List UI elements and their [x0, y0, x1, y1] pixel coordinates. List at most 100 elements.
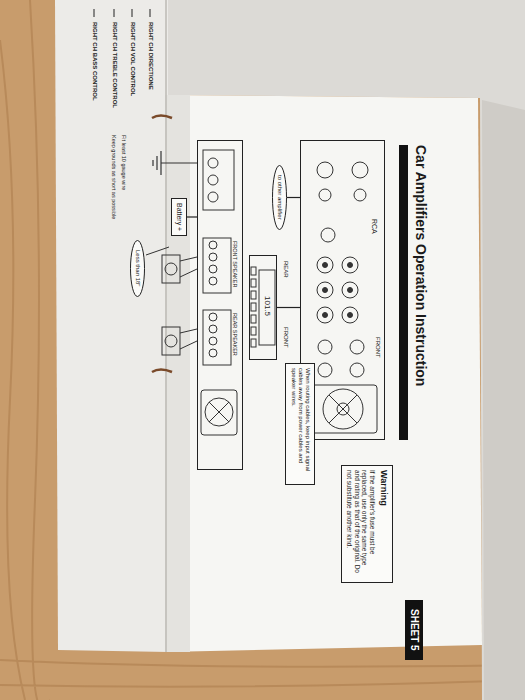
callout-outline: [273, 166, 287, 230]
leader-dash: [94, 9, 150, 17]
amplifier-terminals: [205, 398, 233, 426]
speaker-wires: [180, 257, 197, 349]
amplifier-terminals: [203, 238, 231, 293]
amplifier-panel: [323, 288, 328, 293]
amplifier-panel: [319, 189, 331, 201]
backdrop: [482, 100, 525, 700]
staples: [152, 370, 172, 373]
amplifier-terminals: [208, 175, 218, 185]
backdrop: [165, 0, 525, 700]
amplifier-terminals: [209, 265, 217, 273]
amplifier-terminals: [209, 337, 217, 345]
amplifier-terminals: [209, 277, 217, 285]
booklet-pages: [55, 0, 168, 652]
amplifier-panel: [342, 257, 358, 273]
leader-dash: [114, 9, 115, 17]
amplifier-panel: [323, 389, 363, 429]
speaker-wires: [180, 329, 197, 349]
head-unit: [251, 327, 256, 335]
amplifier-terminals: [201, 390, 237, 435]
control-label: RIGHT CH TREBLE CONTROL: [111, 22, 118, 108]
node-text: FRONT SPEAKER: [231, 241, 238, 287]
page-title: Car Amplifiers Operation Instruction: [412, 145, 429, 386]
node-text: Less than 18": [134, 250, 141, 287]
amplifier-panel: [352, 162, 368, 178]
title-bar: [399, 145, 408, 440]
amplifier-panel: [318, 363, 332, 377]
node-text: 101.5: [262, 296, 272, 316]
booklet-pages: [165, 95, 190, 652]
callout-bubble: Less than 18": [130, 240, 145, 297]
ground-symbol: [156, 156, 157, 170]
node-text: Warning: [378, 470, 389, 578]
ground-symbol: [152, 160, 153, 166]
speaker-symbol: [162, 255, 180, 283]
node-text: SHEET 5: [408, 609, 420, 651]
head-unit: [251, 279, 256, 287]
head-unit: 101.5: [249, 255, 277, 360]
ground-symbol: [161, 162, 197, 163]
amplifier-terminals: [209, 253, 217, 261]
leader-line: [146, 247, 169, 255]
ground-symbol: [153, 151, 197, 175]
amplifier-panel: [308, 385, 377, 433]
amplifier-terminals: [209, 325, 217, 333]
amplifier-panel: [317, 282, 333, 298]
booklet-pages: [165, 0, 167, 652]
amplifier-terminals: [203, 310, 231, 365]
head-unit: [259, 270, 275, 345]
amplifier-terminals: [209, 313, 217, 321]
cable-connector: [287, 197, 300, 198]
staples: [152, 116, 172, 119]
amplifier-panel: [317, 162, 333, 178]
leader-dash: [150, 9, 151, 17]
warning-box: WarningIf the amplifier's fuse must be r…: [341, 465, 393, 583]
head-unit: [251, 303, 256, 311]
amplifier-panel: [337, 403, 349, 415]
jack-label: REAR: [282, 261, 289, 278]
amplifier-terminals: [209, 349, 217, 357]
battery-box: Battery +: [171, 198, 187, 236]
amplifier-terminal-side: FRONT SPEAKERREAR SPEAKER: [197, 140, 243, 470]
cable-connector: [187, 216, 197, 217]
jack-label: FRONT: [282, 327, 289, 348]
node-text: to other amplifier: [276, 175, 283, 220]
head-unit: [251, 315, 256, 323]
head-unit: [251, 291, 256, 299]
leader-dash: [132, 9, 133, 17]
amplifier-panel: [308, 162, 377, 433]
amplifier-panel: [348, 263, 353, 268]
callout-bubble: to other amplifier: [272, 165, 287, 230]
node-text: When routing cables, keep input signal c…: [289, 368, 311, 480]
leader-line: [146, 247, 169, 255]
amplifier-panel: [354, 189, 366, 201]
control-label: RIGHT CH DIRECTIONE: [147, 22, 154, 90]
booklet-pages: [55, 0, 482, 652]
amplifier-terminals: [203, 150, 234, 210]
speaker-symbol: [162, 327, 180, 355]
wiring-note: Fit least 10 gauge wire: [120, 135, 127, 190]
sheet-tab: SHEET 5: [405, 600, 423, 660]
cable-connector: [277, 307, 300, 308]
ground-symbol: [160, 151, 161, 175]
head-unit: [251, 339, 256, 347]
callout-outline: [131, 241, 145, 297]
amplifier-panel: [348, 313, 353, 318]
backdrop: [165, 0, 525, 700]
node-body-text: If the amplifier's fuse must be replaced…: [345, 470, 376, 578]
amplifier-panel: [342, 282, 358, 298]
amplifier-panel: [350, 340, 364, 354]
amplifier-terminals: [209, 241, 217, 249]
amplifier-panel: [348, 288, 353, 293]
amplifier-panel: [317, 257, 333, 273]
left-page: RIGHT CH DIRECTIONERIGHT CH VOL CONTROLR…: [80, 0, 160, 130]
right-page: Car Amplifiers Operation InstructionRCAF…: [105, 95, 465, 675]
amplifier-panel: [342, 307, 358, 323]
note-box: When routing cables, keep input signal c…: [285, 363, 315, 485]
amplifier-terminals: [209, 402, 229, 422]
leader-dash: [94, 9, 95, 17]
